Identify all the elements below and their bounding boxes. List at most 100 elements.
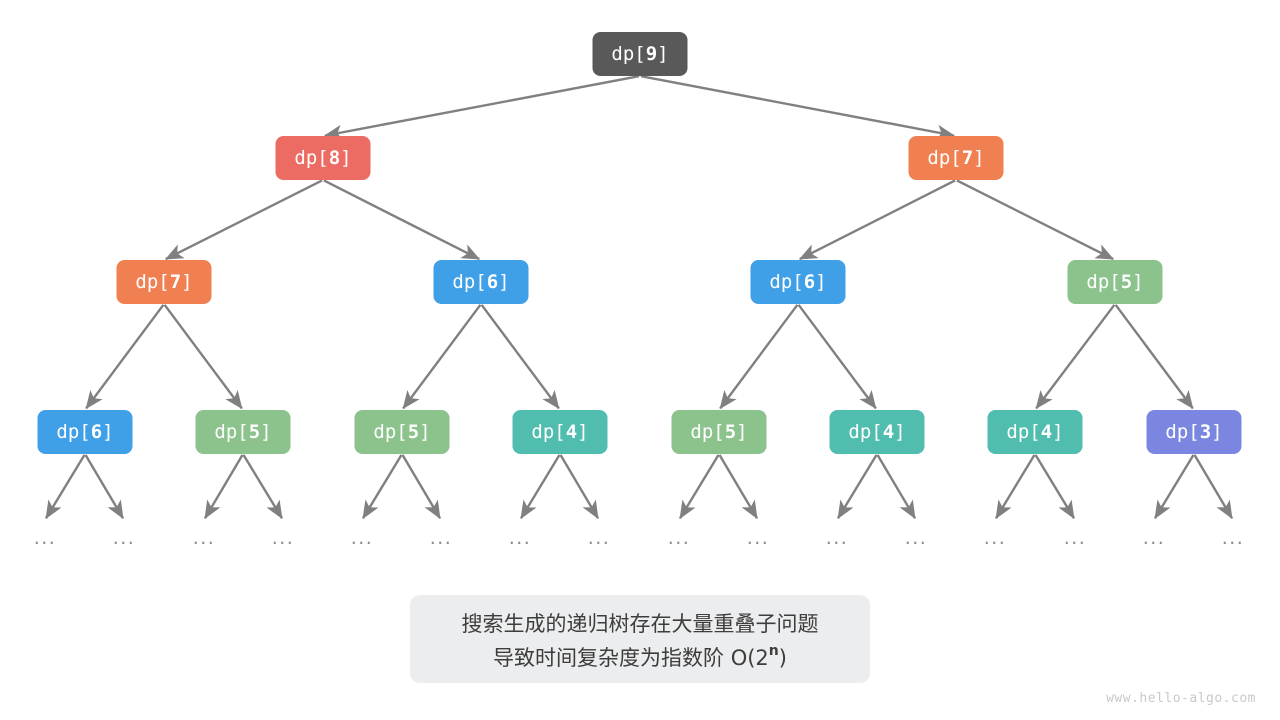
tree-edge-ellipsis <box>1034 454 1075 520</box>
tree-edge-ellipsis <box>203 454 244 520</box>
node-label: dp[6] <box>769 271 826 293</box>
node-label: dp[5] <box>373 421 430 443</box>
tree-edge <box>956 179 1115 261</box>
node-label: dp[4] <box>848 421 905 443</box>
tree-edge <box>164 179 323 261</box>
tree-node[interactable]: dp[4] <box>987 410 1083 454</box>
tree-edge <box>480 304 560 410</box>
tree-edge-ellipsis <box>45 454 86 520</box>
ellipsis-marker: ... <box>1143 527 1166 549</box>
node-box <box>433 260 529 304</box>
tree-node[interactable]: dp[9] <box>592 32 688 76</box>
node-label: dp[4] <box>531 421 588 443</box>
node-label: dp[7] <box>135 271 192 293</box>
caption-line-2: 导致时间复杂度为指数阶 O(2n) <box>493 643 787 670</box>
tree-node[interactable]: dp[6] <box>750 260 846 304</box>
ellipsis-marker: ... <box>193 527 216 549</box>
node-label: dp[8] <box>294 147 351 169</box>
tree-edge-ellipsis <box>679 454 720 520</box>
tree-node[interactable]: dp[5] <box>671 410 767 454</box>
ellipsis-marker: ... <box>826 527 849 549</box>
node-box <box>275 136 371 180</box>
tree-edge-ellipsis <box>84 454 125 520</box>
tree-edge <box>402 304 482 410</box>
tree-edge-ellipsis <box>362 454 403 520</box>
node-box <box>116 260 212 304</box>
tree-node[interactable]: dp[8] <box>275 136 371 180</box>
tree-edge-ellipsis <box>242 454 283 520</box>
ellipsis-layer: ........................................… <box>34 527 1245 549</box>
node-label: dp[5] <box>1086 271 1143 293</box>
tree-edge <box>640 75 955 140</box>
tree-edge-ellipsis <box>401 454 442 520</box>
node-box <box>1146 410 1242 454</box>
tree-edge <box>797 304 877 410</box>
tree-edge-ellipsis <box>995 454 1036 520</box>
node-box <box>671 410 767 454</box>
node-box <box>908 136 1004 180</box>
tree-node[interactable]: dp[6] <box>37 410 133 454</box>
ellipsis-marker: ... <box>747 527 770 549</box>
node-label: dp[5] <box>690 421 747 443</box>
ellipsis-marker: ... <box>905 527 928 549</box>
ellipsis-marker: ... <box>1222 527 1245 549</box>
tree-edge-ellipsis <box>718 454 759 520</box>
tree-edge-ellipsis <box>1193 454 1234 520</box>
edge-layer <box>45 75 1234 520</box>
tree-edge-ellipsis <box>559 454 600 520</box>
tree-edge <box>798 179 956 261</box>
node-box <box>354 410 450 454</box>
ellipsis-marker: ... <box>509 527 532 549</box>
tree-edge <box>1035 304 1116 410</box>
tree-node[interactable]: dp[5] <box>195 410 291 454</box>
tree-edge <box>85 304 165 410</box>
watermark-label: www.hello-algo.com <box>1106 691 1256 706</box>
caption-line-1: 搜索生成的递归树存在大量重叠子问题 <box>462 612 819 636</box>
tree-edge <box>323 179 481 261</box>
ellipsis-marker: ... <box>34 527 57 549</box>
node-label: dp[3] <box>1165 421 1222 443</box>
node-box <box>37 410 133 454</box>
tree-node[interactable]: dp[7] <box>908 136 1004 180</box>
node-label: dp[9] <box>611 43 668 65</box>
tree-edge-ellipsis <box>1154 454 1195 520</box>
node-label: dp[4] <box>1006 421 1063 443</box>
tree-edge-ellipsis <box>837 454 878 520</box>
tree-node[interactable]: dp[5] <box>354 410 450 454</box>
node-box <box>512 410 608 454</box>
ellipsis-marker: ... <box>668 527 691 549</box>
node-box <box>829 410 925 454</box>
tree-node[interactable]: dp[5] <box>1067 260 1163 304</box>
ellipsis-marker: ... <box>1064 527 1087 549</box>
ellipsis-marker: ... <box>351 527 374 549</box>
node-box <box>750 260 846 304</box>
node-label: dp[6] <box>452 271 509 293</box>
node-box <box>987 410 1083 454</box>
ellipsis-marker: ... <box>430 527 453 549</box>
node-layer: dp[9] dp[8] dp[7] dp[7] dp[6] dp[6] dp[5] dp[6]… <box>37 32 1242 454</box>
tree-node[interactable]: dp[4] <box>829 410 925 454</box>
node-box <box>592 32 688 76</box>
tree-edge-ellipsis <box>520 454 561 520</box>
tree-edge-ellipsis <box>876 454 917 520</box>
ellipsis-marker: ... <box>984 527 1007 549</box>
tree-node[interactable]: dp[6] <box>433 260 529 304</box>
ellipsis-marker: ... <box>588 527 611 549</box>
tree-node[interactable]: dp[7] <box>116 260 212 304</box>
ellipsis-marker: ... <box>113 527 136 549</box>
tree-node[interactable]: dp[4] <box>512 410 608 454</box>
tree-edge <box>324 75 640 140</box>
node-label: dp[5] <box>214 421 271 443</box>
tree-node[interactable]: dp[3] <box>1146 410 1242 454</box>
tree-edge <box>719 304 799 410</box>
node-label: dp[7] <box>927 147 984 169</box>
ellipsis-marker: ... <box>272 527 295 549</box>
tree-edge <box>1114 304 1194 410</box>
node-box <box>195 410 291 454</box>
tree-edge <box>163 304 243 410</box>
caption-box <box>410 595 870 683</box>
node-label: dp[6] <box>56 421 113 443</box>
